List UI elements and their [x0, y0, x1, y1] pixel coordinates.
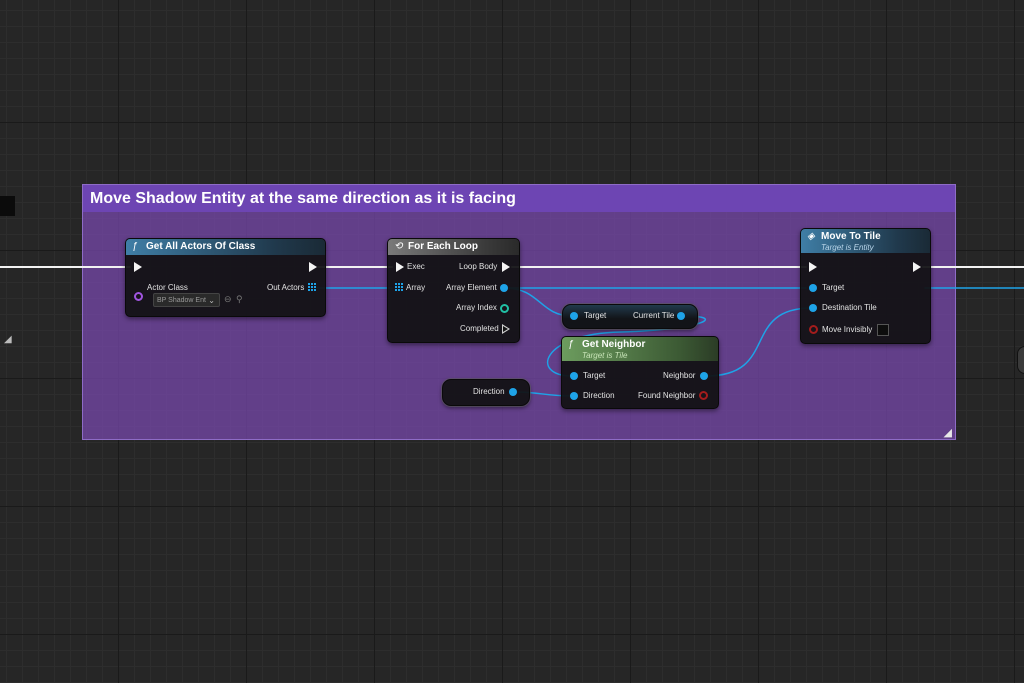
loop-body-pin[interactable]: [502, 262, 510, 272]
out-actors-pin[interactable]: [308, 283, 317, 292]
exec-output-pin[interactable]: [913, 262, 921, 272]
array-element-pin[interactable]: [500, 284, 508, 292]
use-selected-icon[interactable]: ⊖: [224, 294, 232, 304]
array-input-pin[interactable]: [395, 283, 404, 292]
resize-handle-icon[interactable]: ◢: [4, 334, 12, 345]
actor-class-label: Actor Class: [147, 283, 188, 292]
completed-pin[interactable]: [502, 324, 510, 334]
exec-output-pin[interactable]: [309, 262, 317, 272]
actor-class-value: BP Shadow Ent: [157, 297, 206, 304]
current-tile-target-pin[interactable]: [570, 312, 578, 320]
array-element-label: Array Element: [446, 283, 497, 292]
node-subtitle: Target is Entity: [821, 243, 874, 252]
direction-variable-label: Direction: [473, 387, 505, 396]
neighbor-output-pin[interactable]: [700, 372, 708, 380]
found-neighbor-pin[interactable]: [699, 391, 708, 400]
direction-output-pin[interactable]: [509, 388, 517, 396]
resize-handle-icon[interactable]: ◢: [943, 427, 952, 439]
chevron-down-icon: ⌄: [208, 296, 215, 305]
found-neighbor-label: Found Neighbor: [638, 391, 696, 400]
target-label: Target: [584, 311, 607, 320]
move-to-tile-node[interactable]: ◈ Move To Tile Target is Entity: [800, 228, 931, 344]
offscreen-node-edge[interactable]: [0, 196, 15, 216]
current-tile-output-pin[interactable]: [677, 312, 685, 320]
event-icon: ◈: [807, 231, 815, 242]
node-title: Move To Tile: [821, 231, 881, 242]
node-title: Get All Actors Of Class: [146, 241, 256, 252]
actor-class-dropdown[interactable]: BP Shadow Ent ⌄: [153, 293, 220, 307]
exec-label: Exec: [407, 262, 425, 271]
exec-input-pin[interactable]: [134, 262, 142, 272]
node-title: For Each Loop: [408, 241, 478, 252]
target-label: Target: [822, 283, 845, 292]
for-each-loop-node[interactable]: ⟲ For Each Loop: [387, 238, 520, 343]
function-icon: ƒ: [132, 241, 138, 252]
actor-class-pin[interactable]: [134, 292, 143, 301]
browse-search-icon[interactable]: ⚲: [236, 294, 243, 304]
move-target-pin[interactable]: [809, 284, 817, 292]
direction-input-pin[interactable]: [570, 392, 578, 400]
move-invisibly-label: Move Invisibly: [822, 325, 873, 334]
loop-icon: ⟲: [394, 241, 403, 252]
node-title: Get Neighbor: [582, 339, 646, 350]
destination-tile-pin[interactable]: [809, 304, 817, 312]
completed-label: Completed: [460, 324, 499, 333]
direction-label: Direction: [583, 391, 615, 400]
array-label: Array: [406, 283, 426, 292]
offscreen-node-edge-right[interactable]: [1017, 346, 1024, 374]
node-header: ⟲ For Each Loop: [388, 239, 519, 255]
array-index-label: Array Index: [456, 303, 497, 312]
comment-title[interactable]: Move Shadow Entity at the same direction…: [83, 185, 955, 212]
current-tile-label: Current Tile: [633, 311, 675, 320]
node-header: ◈ Move To Tile Target is Entity: [801, 229, 930, 253]
neighbor-target-pin[interactable]: [570, 372, 578, 380]
neighbor-label: Neighbor: [663, 371, 696, 380]
node-header: ƒ Get Neighbor Target is Tile: [562, 337, 718, 361]
node-header: ƒ Get All Actors Of Class: [126, 239, 325, 255]
loop-body-label: Loop Body: [459, 262, 498, 271]
function-icon: ƒ: [568, 339, 574, 350]
array-index-pin[interactable]: [500, 304, 509, 313]
move-invisibly-pin[interactable]: [809, 325, 818, 334]
out-actors-label: Out Actors: [267, 283, 305, 292]
move-invisibly-checkbox[interactable]: [877, 324, 889, 336]
destination-tile-label: Destination Tile: [822, 303, 877, 312]
target-label: Target: [583, 371, 606, 380]
node-subtitle: Target is Tile: [582, 351, 628, 360]
exec-input-pin[interactable]: [809, 262, 817, 272]
exec-input-pin[interactable]: [396, 262, 404, 272]
